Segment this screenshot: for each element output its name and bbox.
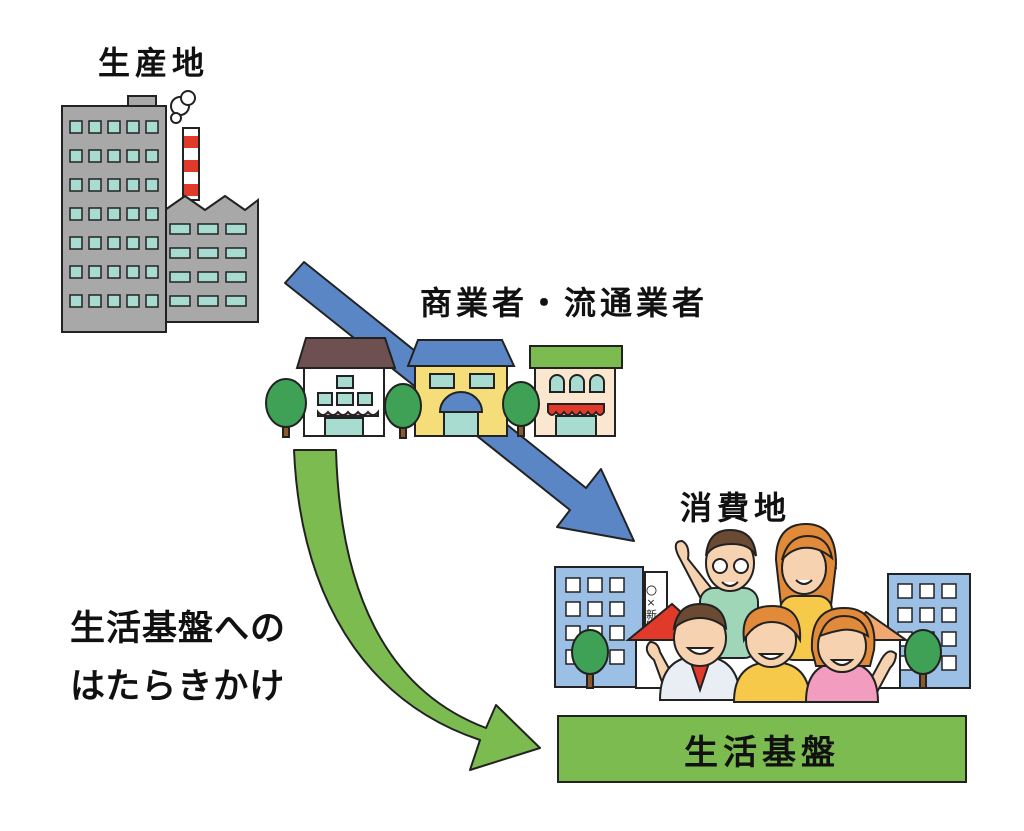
factory-window xyxy=(126,265,140,279)
office-window xyxy=(919,607,935,623)
factory-window xyxy=(107,149,121,163)
office-window xyxy=(941,583,957,599)
factory-window xyxy=(225,271,247,283)
factory-window xyxy=(107,294,121,308)
factory-window xyxy=(107,207,121,221)
influence-label-line2: はたらきかけ xyxy=(70,667,286,707)
factory-window xyxy=(145,265,159,279)
factory-window xyxy=(107,265,121,279)
factory-window xyxy=(126,120,140,134)
factory-window xyxy=(88,149,102,163)
factory-window xyxy=(126,149,140,163)
office-window xyxy=(609,649,625,665)
office-window xyxy=(609,577,625,593)
factory-window xyxy=(107,178,121,192)
factory-window xyxy=(88,120,102,134)
office-window xyxy=(941,607,957,623)
office-window xyxy=(941,631,957,647)
factory-window xyxy=(88,207,102,221)
factory-window xyxy=(145,120,159,134)
factory-window xyxy=(169,295,191,307)
factory-window xyxy=(145,178,159,192)
factory-window xyxy=(69,265,83,279)
office-window xyxy=(941,655,957,671)
factory-window xyxy=(145,149,159,163)
factory-window xyxy=(169,247,191,259)
factory-window xyxy=(169,271,191,283)
factory-window xyxy=(126,294,140,308)
factory-window xyxy=(197,295,219,307)
office-window xyxy=(897,583,913,599)
town-people-icon: 〇×新聞 xyxy=(554,522,971,703)
merchants-label: 商業者・流通業者 xyxy=(420,284,709,322)
factory-window xyxy=(197,247,219,259)
factory-window xyxy=(88,236,102,250)
influence-label-line1: 生活基盤への xyxy=(70,609,287,649)
influence-arrow xyxy=(293,449,541,771)
office-window xyxy=(609,601,625,617)
factory-window xyxy=(126,207,140,221)
factory-window xyxy=(69,178,83,192)
office-window xyxy=(609,625,625,641)
factory-window xyxy=(69,294,83,308)
office-window xyxy=(587,577,603,593)
factory-window xyxy=(88,178,102,192)
factory-window xyxy=(107,120,121,134)
shops-icon xyxy=(265,337,623,439)
office-window xyxy=(565,577,581,593)
factory-window xyxy=(88,294,102,308)
factory-window xyxy=(69,120,83,134)
factory-window xyxy=(126,178,140,192)
influence-label: 生活基盤への はたらきかけ xyxy=(70,600,286,716)
consumer-label: 消費地 xyxy=(680,489,792,527)
factory-window xyxy=(197,223,219,235)
producer-label: 生産地 xyxy=(98,44,210,82)
factory-window xyxy=(107,236,121,250)
factory-window xyxy=(145,236,159,250)
factory-window xyxy=(169,223,191,235)
office-window xyxy=(587,601,603,617)
factory-window xyxy=(69,207,83,221)
living-base-box: 生活基盤 xyxy=(557,715,967,783)
factory-window xyxy=(69,236,83,250)
factory-window xyxy=(197,271,219,283)
factory-windows xyxy=(69,120,247,308)
office-window xyxy=(897,607,913,623)
office-window xyxy=(919,583,935,599)
factory-window xyxy=(145,294,159,308)
factory-window xyxy=(225,295,247,307)
factory-window xyxy=(145,207,159,221)
factory-window xyxy=(126,236,140,250)
factory-window xyxy=(88,265,102,279)
factory-window xyxy=(225,223,247,235)
factory-window xyxy=(225,247,247,259)
office-window xyxy=(565,601,581,617)
factory-window xyxy=(69,149,83,163)
